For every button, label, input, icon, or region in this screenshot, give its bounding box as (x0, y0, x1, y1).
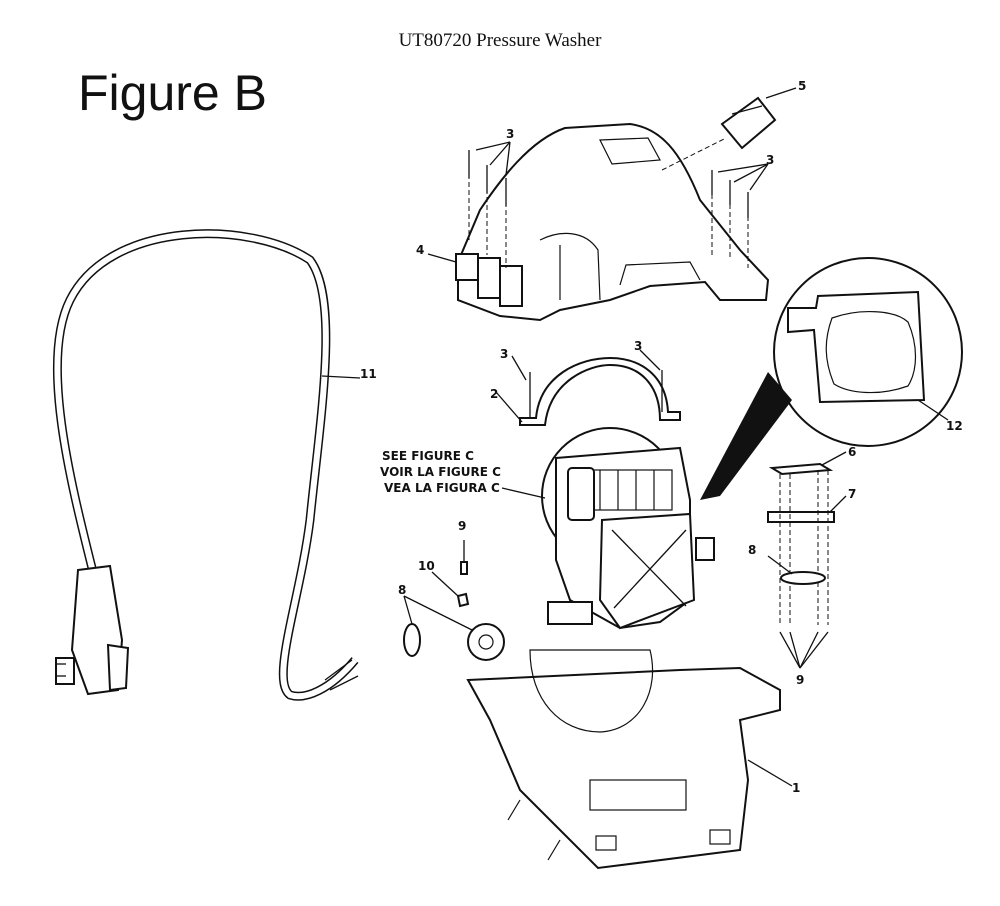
figure-title: Figure B (78, 65, 267, 121)
see-figure-en: SEE FIGURE C (382, 449, 474, 463)
motor-pump-assembly (541, 427, 715, 630)
see-figure-fr: VOIR LA FIGURE C (380, 465, 501, 479)
power-cord-part (52, 229, 359, 701)
label-8a: 8 (398, 583, 406, 597)
screw-group-right (711, 163, 769, 268)
label-3d: 3 (634, 339, 642, 353)
label-3a: 3 (506, 127, 514, 141)
label-1: 1 (792, 781, 800, 795)
top-shroud-part (455, 122, 770, 322)
label-2: 2 (490, 387, 498, 401)
see-figure-es: VEA LA FIGURA C (384, 481, 500, 495)
label-9b: 9 (796, 673, 804, 687)
bracket-part (519, 356, 681, 426)
label-3b: 3 (766, 153, 774, 167)
document-title: UT80720 Pressure Washer (398, 30, 602, 51)
leader-3d (639, 349, 661, 371)
leader-4 (427, 253, 457, 263)
label-8b: 8 (748, 543, 756, 557)
label-3c: 3 (500, 347, 508, 361)
screw-group-left (468, 141, 511, 268)
label-10: 10 (418, 559, 435, 573)
base-part (466, 649, 793, 870)
label-11: 11 (360, 367, 377, 381)
switch-part (661, 87, 797, 171)
leader-11 (321, 375, 361, 379)
label-12: 12 (946, 419, 963, 433)
leader-3c (511, 355, 527, 381)
gasket-detail (700, 257, 963, 500)
leader-see-figure (501, 487, 546, 499)
check-valve-stack (767, 451, 847, 669)
leader-2 (495, 391, 523, 423)
label-7: 7 (848, 487, 856, 501)
label-9a: 9 (458, 519, 466, 533)
small-parts-left (403, 540, 505, 661)
label-6: 6 (848, 445, 856, 459)
label-5: 5 (798, 79, 806, 93)
label-4: 4 (416, 243, 424, 257)
